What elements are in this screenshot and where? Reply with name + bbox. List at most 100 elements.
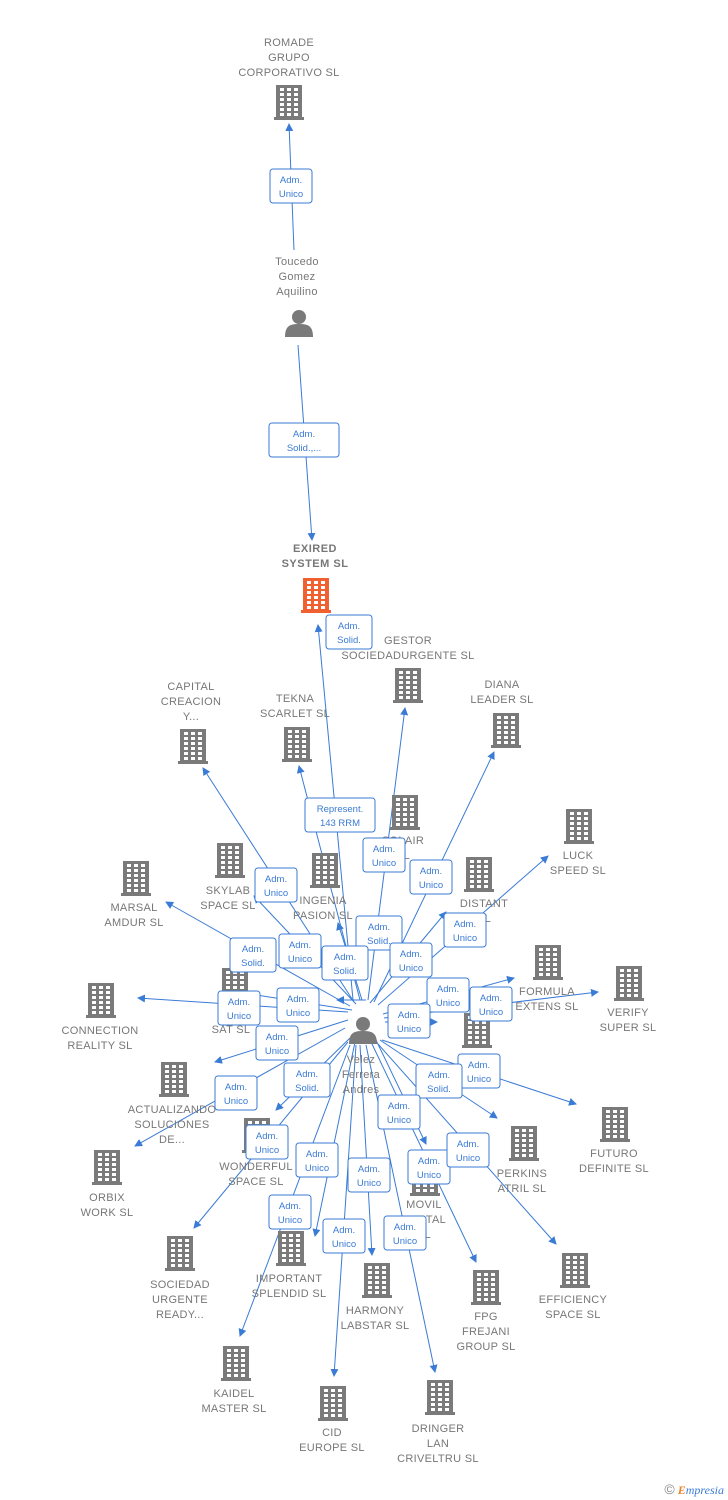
role-label-velez-perkins[interactable]: Adm.Solid. <box>415 1063 463 1099</box>
role-label-velez-solair[interactable]: Adm.Solid. <box>355 915 403 951</box>
node-label-line: GRUPO <box>268 52 310 64</box>
node-label-line: MASTER SL <box>201 1403 266 1415</box>
role-label-text: Adm. <box>398 1010 420 1021</box>
role-label-text: Unico <box>288 954 312 965</box>
role-label-box <box>217 990 261 1026</box>
node-label-line: Andres <box>343 1084 380 1096</box>
building-icon <box>600 1107 630 1142</box>
role-label-velez-connection[interactable]: Adm.Unico <box>217 990 261 1026</box>
building-icon <box>282 727 312 762</box>
role-label-velez-exired[interactable]: Adm.Solid. <box>325 614 373 650</box>
company-node-actualizando[interactable]: ACTUALIZANDOSOLUCIONESDE... <box>128 1062 217 1146</box>
role-label-velez-ingenia[interactable]: Adm.Solid. <box>321 945 369 981</box>
role-label-velez-movil[interactable]: Adm.Unico <box>377 1094 421 1130</box>
role-label-velez-diana[interactable]: Adm.Unico <box>409 859 453 895</box>
role-label-velez-verify[interactable]: Adm.Unico <box>469 986 513 1022</box>
role-label-velez-important[interactable]: Adm.Unico <box>295 1142 339 1178</box>
building-icon <box>471 1270 501 1305</box>
role-label-velez-actualizando[interactable]: Adm.Unico <box>255 1025 299 1061</box>
role-label-velez-cid[interactable]: Adm.Unico <box>322 1218 366 1254</box>
role-label-velez-wonderful[interactable]: Adm.Solid. <box>283 1062 331 1098</box>
role-label-velez-capital[interactable]: Adm.Unico <box>254 867 298 903</box>
role-label-velez-fpg[interactable]: Adm. Unico <box>407 1149 451 1185</box>
role-label-text: Unico <box>417 1170 441 1181</box>
role-label-text: Adm. <box>279 1201 301 1212</box>
node-label-line: LUCK <box>563 850 594 862</box>
role-label-velez-frenter[interactable]: Adm.Unico <box>387 1003 431 1039</box>
role-label-velez-efficiency[interactable]: Adm.Unico <box>446 1132 490 1168</box>
role-label-velez-distant[interactable]: Adm.Unico <box>389 942 433 978</box>
building-icon <box>425 1380 455 1415</box>
role-label-box <box>268 1194 312 1230</box>
node-label-line: CORPORATIVO SL <box>238 67 339 79</box>
role-label-velez-tekna[interactable]: Represent.143 RRM <box>304 797 376 833</box>
role-label-text: Adm. <box>334 952 356 963</box>
role-label-text: Adm. <box>420 866 442 877</box>
role-label-velez-luck[interactable]: Adm. Unico <box>443 912 487 948</box>
role-label-toucedo-exired[interactable]: Adm.Solid.,... <box>268 422 340 458</box>
node-label-line: SPACE SL <box>200 900 255 912</box>
role-label-text: 143 RRM <box>320 818 360 829</box>
role-label-velez-skylab[interactable]: Adm.Unico <box>278 933 322 969</box>
role-label-velez-sociedad[interactable]: Adm.Unico <box>245 1124 289 1160</box>
company-node-distant[interactable]: DISTANTSL <box>460 857 508 925</box>
edge-velez-kaidel <box>238 1044 351 1337</box>
role-label-box <box>389 942 433 978</box>
role-label-text: Unico <box>224 1096 248 1107</box>
node-label-line: CID <box>322 1427 342 1439</box>
role-label-velez-formula[interactable]: Adm.Unico <box>426 977 470 1013</box>
role-label-velez-orbix[interactable]: Adm.Unico <box>214 1075 258 1111</box>
node-label-line: LAN <box>427 1438 449 1450</box>
building-icon <box>221 1346 251 1381</box>
role-label-velez-marsal[interactable]: Adm.Solid. <box>229 937 277 973</box>
role-label-text: Adm. <box>454 919 476 930</box>
node-label-line: Y... <box>183 711 199 723</box>
building-icon <box>390 795 420 830</box>
role-label-box <box>276 987 320 1023</box>
role-label-velez-esat[interactable]: Adm.Unico <box>276 987 320 1023</box>
role-label-text: Adm. <box>428 1070 450 1081</box>
role-label-box <box>446 1132 490 1168</box>
role-label-velez-futuro[interactable]: Adm.Unico <box>457 1053 501 1089</box>
role-label-text: Unico <box>453 933 477 944</box>
role-label-box <box>268 422 340 458</box>
role-label-box <box>362 837 406 873</box>
node-label-line: SYSTEM SL <box>282 558 349 570</box>
role-label-text: Adm. <box>266 1032 288 1043</box>
role-label-text: Adm. <box>418 1156 440 1167</box>
role-label-velez-harmony[interactable]: Adm.Unico <box>347 1157 391 1193</box>
company-node-sociedad[interactable]: SOCIEDADURGENTEREADY... <box>150 1236 210 1321</box>
role-label-velez-gestor[interactable]: Adm.Unico <box>362 837 406 873</box>
role-label-toucedo-romade[interactable]: Adm.Unico <box>269 168 313 204</box>
company-node-capital[interactable]: CAPITALCREACIONY... <box>161 681 221 764</box>
role-label-text: Adm. <box>265 874 287 885</box>
role-label-text: Solid.,... <box>287 443 321 454</box>
role-label-velez-kaidel[interactable]: Adm.Unico <box>268 1194 312 1230</box>
role-label-box <box>283 1062 331 1098</box>
role-label-velez-dringer[interactable]: Adm.Unico <box>383 1215 427 1251</box>
